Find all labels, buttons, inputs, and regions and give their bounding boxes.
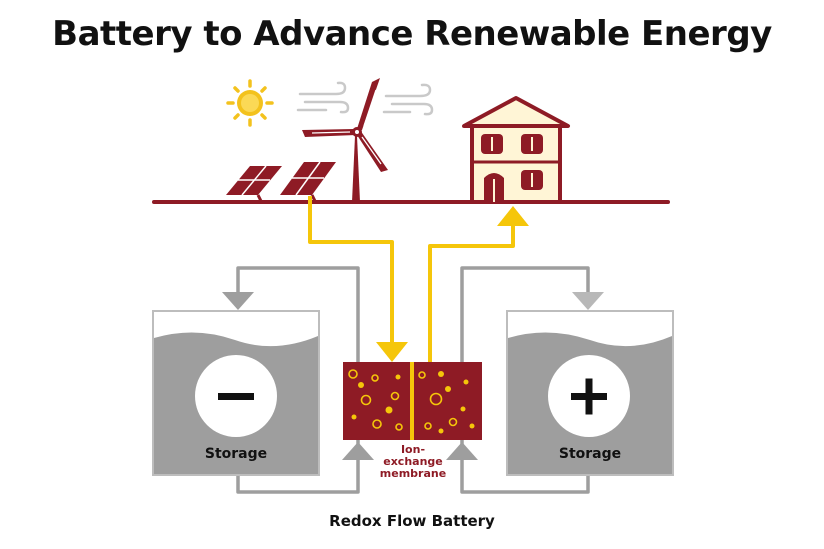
diagram-title: Battery to Advance Renewable Energy bbox=[52, 14, 772, 54]
energy-arrow-down bbox=[376, 342, 408, 362]
storage-left-label: Storage bbox=[204, 446, 268, 462]
solar-panel-icon bbox=[226, 161, 336, 204]
wind-icon bbox=[296, 81, 434, 116]
circulation-lines bbox=[236, 266, 590, 494]
storage-right-label: Storage bbox=[558, 446, 622, 462]
house-icon bbox=[462, 96, 570, 204]
membrane-label-line3: membrane bbox=[379, 467, 447, 480]
negative-storage-tank bbox=[152, 310, 320, 476]
membrane-label-line1: Ion- bbox=[400, 443, 426, 456]
battery-cell bbox=[343, 362, 482, 440]
membrane-label: Ion- exchange membrane bbox=[358, 444, 468, 480]
flow-arrow-right-tank bbox=[572, 292, 604, 310]
energy-flow-lines bbox=[308, 196, 515, 362]
flow-arrow-right-cell bbox=[446, 442, 478, 460]
flow-arrow-left-cell bbox=[342, 442, 374, 460]
diagram-caption: Redox Flow Battery bbox=[329, 512, 495, 530]
wind-turbine-icon bbox=[302, 78, 388, 202]
flow-arrow-left-tank bbox=[222, 292, 254, 310]
positive-storage-tank bbox=[506, 310, 674, 476]
energy-arrow-up bbox=[497, 206, 529, 226]
membrane-label-line2: exchange bbox=[383, 455, 443, 468]
sun-icon bbox=[226, 79, 274, 127]
